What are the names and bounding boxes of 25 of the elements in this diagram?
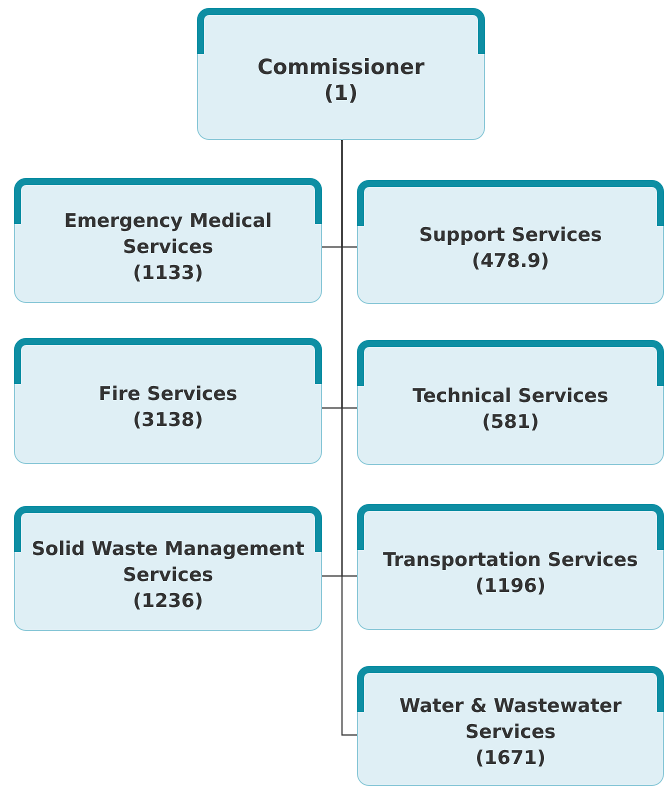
org-box — [197, 8, 485, 140]
staff-count: (478.9) — [472, 249, 550, 274]
staff-count: (581) — [482, 410, 540, 434]
unit-name: Commissioner — [258, 54, 424, 80]
unit-name: Fire Services — [98, 382, 238, 407]
unit-name: Support Services — [419, 223, 602, 248]
unit-name: Transportation Services — [383, 548, 638, 573]
org-box — [357, 340, 664, 465]
org-box — [14, 338, 322, 464]
org-box — [14, 178, 322, 303]
unit-name: Technical Services — [412, 384, 608, 408]
org-box — [14, 506, 322, 631]
staff-count: (3138) — [132, 408, 204, 433]
unit-name: Emergency Medical Services — [63, 208, 273, 260]
staff-count: (1) — [324, 80, 358, 106]
staff-count: (1133) — [132, 260, 204, 286]
staff-count: (1671) — [475, 746, 546, 771]
staff-count: (1196) — [475, 574, 546, 599]
org-box — [357, 504, 664, 630]
org-box — [357, 180, 664, 304]
staff-count: (1236) — [132, 588, 204, 614]
connector-line — [340, 139, 357, 736]
unit-name: Water & Wastewater Services — [398, 694, 623, 745]
unit-name: Solid Waste Management Services — [31, 536, 305, 588]
org-box — [357, 666, 664, 786]
